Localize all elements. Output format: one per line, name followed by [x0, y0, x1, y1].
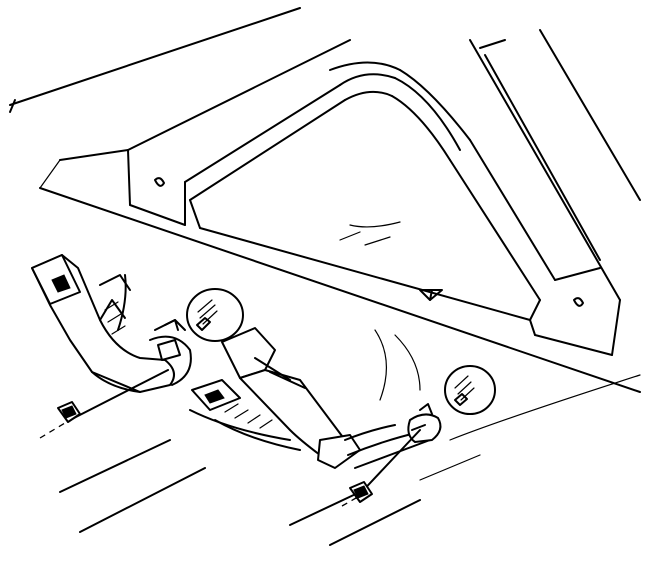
floor-lines — [59, 329, 641, 546]
body-panel — [9, 7, 641, 393]
left-buckle-assembly — [31, 254, 192, 393]
left-anchor-hardware — [39, 288, 244, 439]
right-anchor-hardware — [444, 365, 496, 415]
right-buckle-assembly — [189, 327, 442, 507]
